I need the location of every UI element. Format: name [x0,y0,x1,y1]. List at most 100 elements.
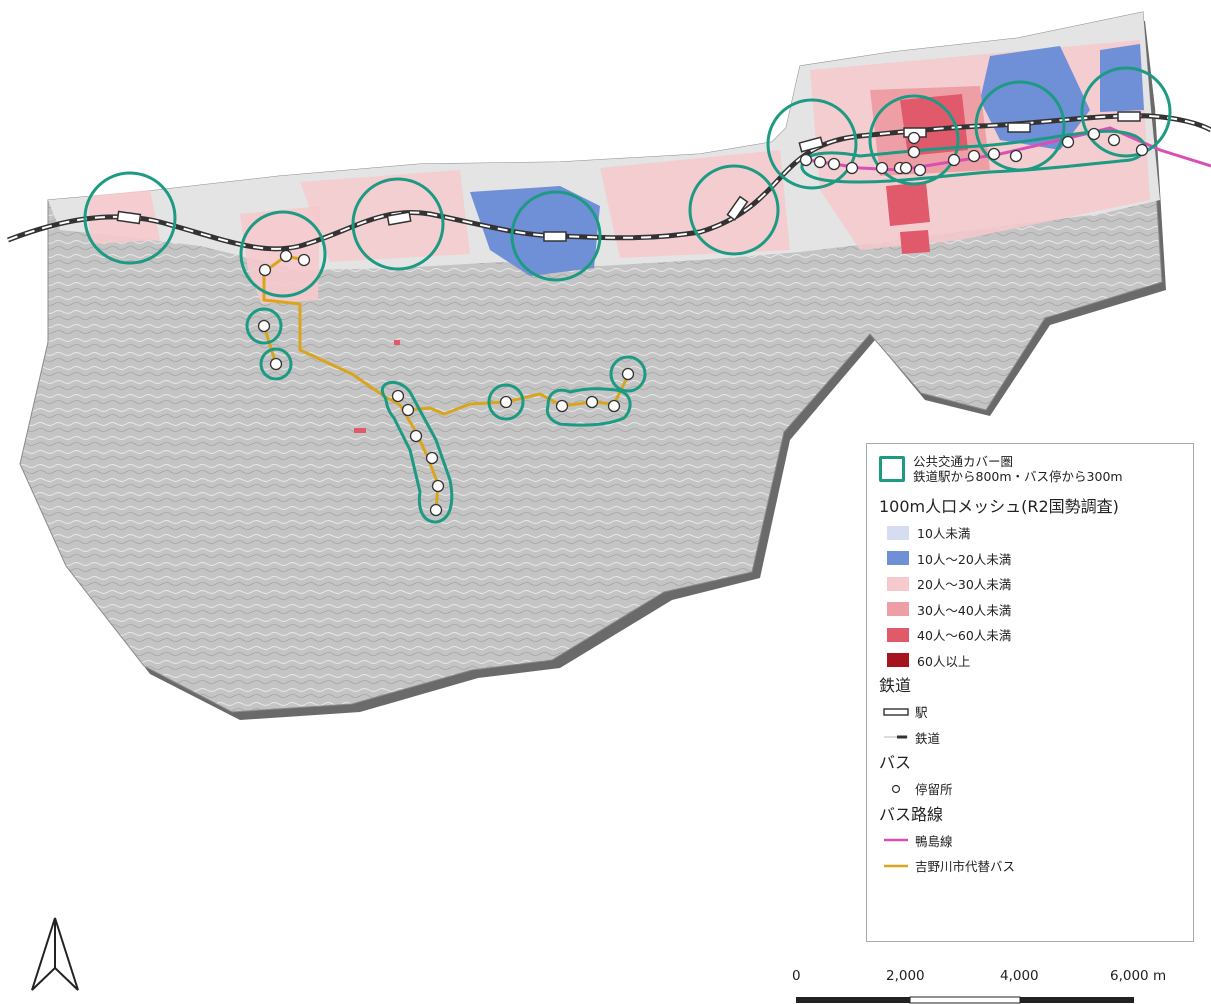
scale-label-2000: 2,000 [886,968,925,984]
bus-stop[interactable] [845,161,859,175]
legend-route-kamojima: 鴨島線 [879,828,1193,854]
mesh-swatch-2 [887,551,909,566]
bus-stop[interactable] [279,249,293,263]
bus-stop[interactable] [499,395,513,409]
mesh-swatch-1 [887,525,909,540]
coverage-circle [766,98,858,190]
bus-title: バス [879,753,912,772]
population-mesh [88,40,1150,433]
north-arrow-icon [31,917,79,991]
coverage-circle [510,190,602,282]
bus-stop[interactable] [907,131,921,145]
station-icon [883,705,909,719]
bus-stop[interactable] [813,155,827,169]
route1-label: 鴨島線 [915,833,953,849]
mesh-10-20-far-east [1100,44,1144,112]
mesh-swatch-5 [887,627,909,642]
mesh-small-1 [394,340,400,345]
busstop-label: 停留所 [915,782,953,798]
route-yoshinogawa-bus-west [262,325,278,365]
station[interactable] [1117,111,1141,122]
coverage-circle [351,177,445,271]
station[interactable] [1007,122,1031,133]
coverage-circle [868,94,960,186]
bus-stop[interactable] [1107,133,1121,147]
bus-stop[interactable] [1061,135,1075,149]
bus-stop[interactable] [257,319,271,333]
mesh-label-2: 10人～20人未満 [917,551,1012,567]
scale-label-6000: 6,000 m [1110,968,1167,984]
bus-stop[interactable] [258,263,272,277]
bus-stop[interactable] [431,479,445,493]
mesh-swatch-6 [887,653,909,668]
bus-stop-icon [883,782,909,796]
station[interactable] [543,231,567,242]
station[interactable] [726,195,749,221]
mesh-40-60-south [886,182,930,226]
coverage-circle [609,355,647,393]
bus-stop[interactable] [391,389,405,403]
route-yoshinogawa-icon [883,859,909,873]
mesh-class-5: 40人～60人未満 [879,622,1193,648]
bus-stop[interactable] [913,163,927,177]
coverage-circle [83,171,177,265]
mesh-label-4: 30人～40人未満 [917,602,1012,618]
coverage-swatch-icon [879,456,905,482]
mesh-label-5: 40人～60人未満 [917,628,1012,644]
coverage-circle [239,210,327,298]
railway-label: 鉄道 [915,730,941,746]
coverage-circle [688,164,780,256]
coverage-label-2: 鉄道駅から800m・バス停から300m [913,469,1123,484]
bus-stop[interactable] [401,403,415,417]
mesh-40-60-south2 [900,230,930,254]
station[interactable] [798,136,824,153]
bus-stop[interactable] [585,395,599,409]
busroute-title: バス路線 [879,804,944,824]
bus-stops [257,127,1149,517]
bus-stop[interactable] [1009,149,1023,163]
bus-stop[interactable] [1087,127,1101,141]
bus-stop[interactable] [269,357,283,371]
bus-stop[interactable] [907,145,921,159]
route-kamojima-icon [883,833,909,847]
bus-stop[interactable] [799,153,813,167]
bus-stop[interactable] [425,451,439,465]
bus-stop[interactable] [607,399,621,413]
bus-stop[interactable] [621,367,635,381]
bus-stop[interactable] [947,153,961,167]
route2-label: 吉野川市代替バス [915,859,1016,875]
coverage-circle [245,307,283,345]
bus-stop[interactable] [429,503,443,517]
scale-label-4000: 4,000 [1000,968,1039,984]
bus-stop[interactable] [297,253,311,267]
bus-stop[interactable] [409,429,423,443]
mesh-class-3: 20人～30人未満 [879,571,1193,597]
bus-stop[interactable] [827,157,841,171]
scale-bar [796,996,1134,1004]
station[interactable] [386,211,412,226]
mesh-swatch-3 [887,576,909,591]
bus-stop[interactable] [899,161,913,175]
mesh-label-3: 20人～30人未満 [917,577,1012,593]
coverage-circle [487,383,525,421]
bus-stop[interactable] [967,149,981,163]
coverage-circle [1080,66,1172,158]
coverage-capsule [545,387,632,427]
legend-route-yoshinogawa: 吉野川市代替バス [879,853,1193,879]
mesh-small-2 [354,428,366,433]
map-legend: 公共交通カバー圏 鉄道駅から800m・バス停から300m 100m人口メッシュ(… [866,443,1194,942]
mesh-swatch-4 [887,602,909,617]
mesh-class-2: 10人～20人未満 [879,546,1193,572]
legend-coverage: 公共交通カバー圏 鉄道駅から800m・バス停から300m [879,454,1193,484]
legend-railway: 鉄道 [879,725,1193,751]
scale-bar-labels: 0 2,000 4,000 6,000 m [780,968,1180,986]
bus-stop[interactable] [987,147,1001,161]
bus-stop[interactable] [875,161,889,175]
station[interactable] [116,210,142,225]
mesh-class-1: 10人未満 [879,520,1193,546]
bus-stop[interactable] [1135,143,1149,157]
bus-stop[interactable] [555,399,569,413]
station-label: 駅 [915,705,928,721]
mesh-class-4: 30人～40人未満 [879,597,1193,623]
